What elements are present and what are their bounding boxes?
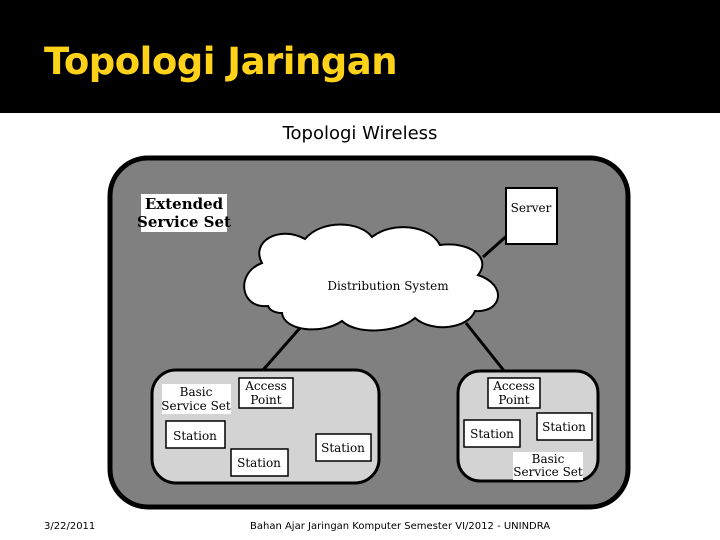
bss-left-label-box (162, 384, 231, 414)
bss-left-station-1-label: Station (173, 429, 217, 443)
distribution-label: Distribution System (327, 279, 449, 293)
bss-right-ap-line1: Access (492, 379, 535, 393)
bss-left-ap-line2: Point (250, 393, 281, 407)
server-box (505, 187, 558, 245)
bss-right-label-box (513, 452, 583, 480)
ess-label-line1: Extended (145, 195, 224, 213)
bss-left-station-2 (230, 448, 289, 477)
ess-label-line2: Service Set (137, 213, 231, 231)
bss-left-label-line2: Service Set (161, 399, 231, 413)
slide-subtitle: Topologi Wireless (282, 123, 438, 144)
bss-right-access-point (487, 377, 541, 409)
left-ap-link-line (261, 327, 302, 371)
bss-right-station-2-label: Station (542, 420, 586, 434)
bss-left-label-line1: Basic (180, 385, 213, 399)
bss-right-ap-line2: Point (498, 393, 529, 407)
slide-body: Topologi Wireless Extended Service Set S… (0, 113, 720, 540)
bss-right-label-line2: Service Set (513, 465, 583, 479)
footer-text: Bahan Ajar Jaringan Komputer Semester VI… (250, 521, 551, 532)
bss-left-station-3 (315, 433, 372, 462)
bss-right-station-2 (536, 412, 593, 441)
bss-left-station-1 (165, 420, 226, 449)
wireless-topology-diagram: Extended Service Set Server Distribution… (107, 155, 631, 510)
bss-left-station-3-label: Station (321, 441, 365, 455)
bss-right-label-line1: Basic (532, 452, 565, 466)
slide-title: Topologi Jaringan (44, 40, 398, 83)
bss-left-access-point (238, 377, 294, 409)
bss-right-station-1-label: Station (470, 427, 514, 441)
ess-label-box (141, 194, 227, 232)
server-label: Server (511, 201, 552, 215)
footer-date: 3/22/2011 (44, 521, 96, 532)
bss-left-ap-line1: Access (244, 379, 287, 393)
distribution-cloud (243, 223, 499, 332)
bss-left-station-2-label: Station (237, 456, 281, 470)
bss-right-station-1 (463, 419, 521, 448)
right-ap-link-line (464, 322, 507, 373)
